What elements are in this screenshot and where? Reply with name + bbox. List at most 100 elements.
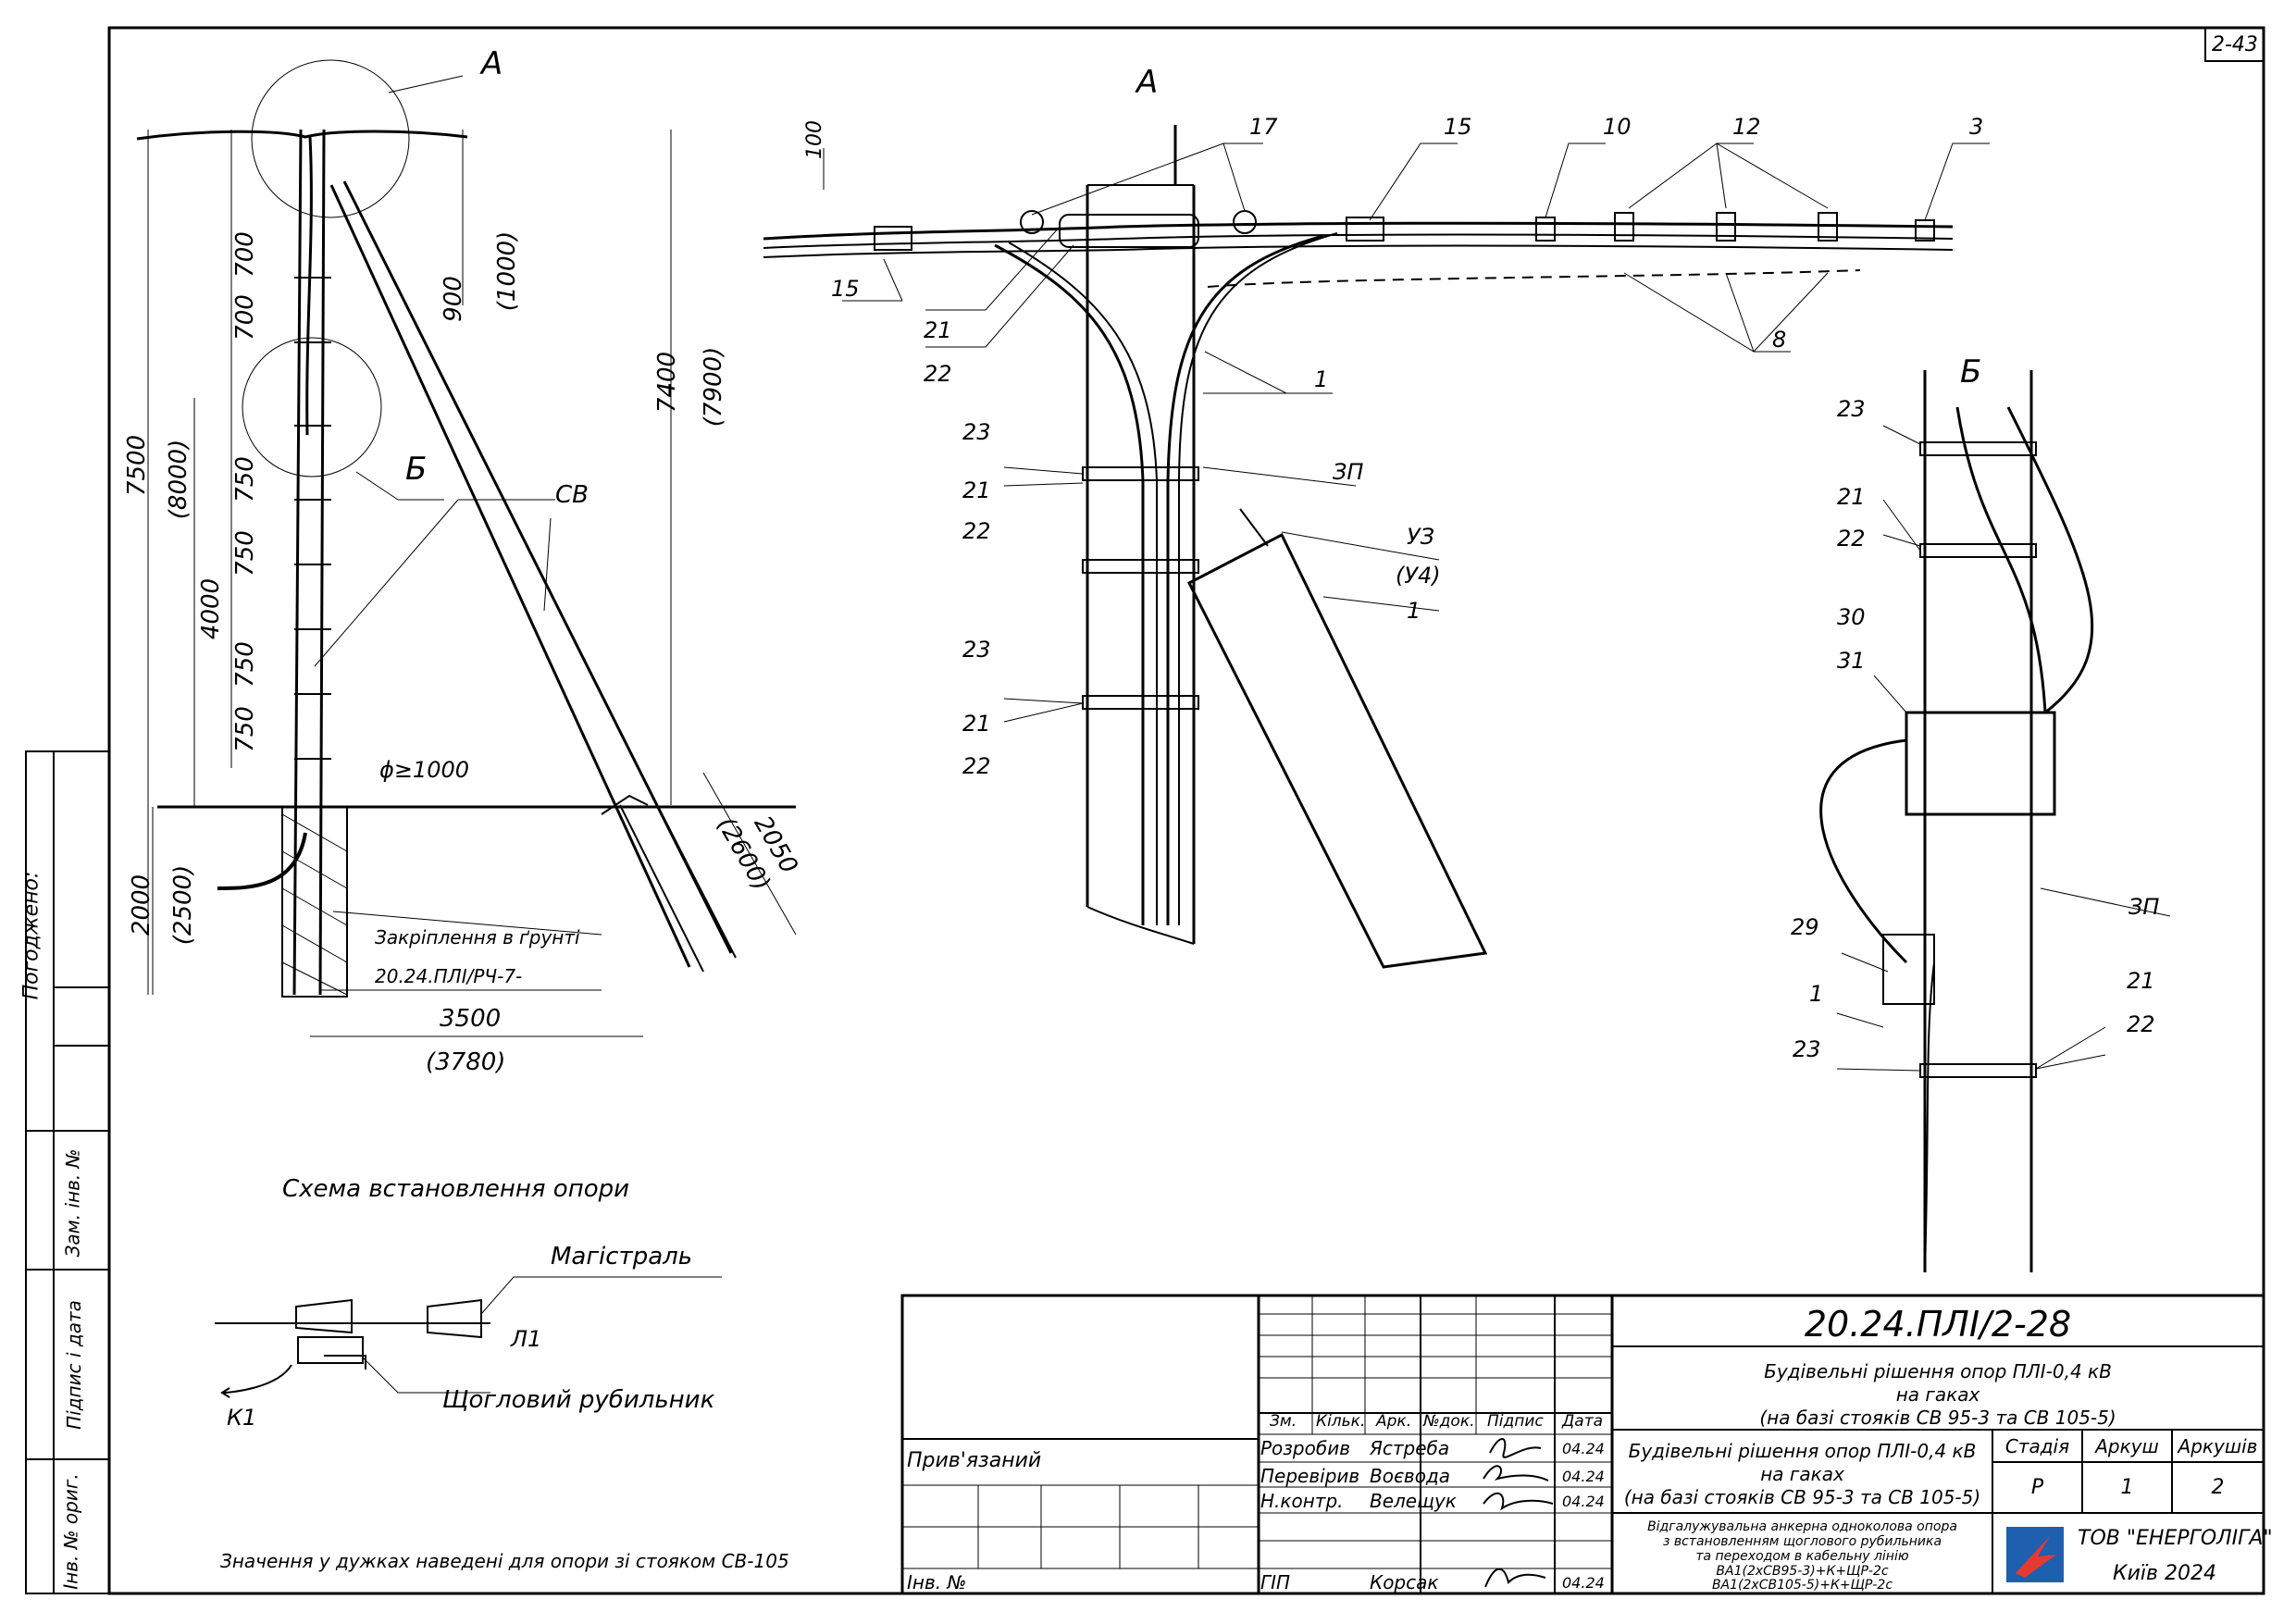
detail-a-label-17: 17 <box>1249 114 1278 140</box>
inv-no-label: Інв. № <box>907 1571 967 1593</box>
detail-b-label-21a: 21 <box>1837 484 1866 510</box>
detail-a-label-22c: 22 <box>962 753 991 779</box>
dim-diameter: ϕ≥1000 <box>379 757 470 783</box>
sheet-frame <box>107 26 2265 1595</box>
sheets-header: Аркушів <box>2178 1435 2258 1457</box>
dim-7900: (7900) <box>700 346 728 428</box>
detail-b-label-23a: 23 <box>1837 396 1866 422</box>
city-year: Київ 2024 <box>2113 1562 2216 1585</box>
date-developer: 04.24 <box>1562 1440 1605 1457</box>
hdr-pidpys: Підпис <box>1487 1412 1544 1431</box>
sheet-value: 1 <box>2120 1476 2134 1499</box>
hdr-data: Дата <box>1562 1412 1604 1431</box>
company-logo <box>2006 1527 2064 1582</box>
detail-b-label-31: 31 <box>1837 648 1866 674</box>
name-developer: Ястреба <box>1370 1437 1450 1459</box>
detail-a-label-1b: 1 <box>1407 598 1421 624</box>
dim-2000: 2000 <box>128 874 156 936</box>
dim-700b: 700 <box>230 294 259 341</box>
role-checker: Перевірив <box>1260 1465 1360 1487</box>
detail-b-drawing <box>1819 370 2171 1273</box>
detail-a-label-1a: 1 <box>1314 366 1329 392</box>
detail-a-label-23b: 23 <box>962 637 991 663</box>
detail-b-title: Б <box>1960 353 1982 391</box>
dim-2500: (2500) <box>169 864 198 946</box>
detail-b-label-1: 1 <box>1809 981 1824 1007</box>
side-stamp <box>25 750 110 1594</box>
sign-date-label: Підпис і дата <box>62 1300 85 1430</box>
doc-title-1: Будівельні рішення опор ПЛІ-0,4 кВ <box>1764 1360 2112 1382</box>
detail-a-label-zp: ЗП <box>1333 459 1364 485</box>
l1-label: Л1 <box>511 1326 542 1352</box>
ground-fix-doc: 20.24.ПЛІ/РЧ-7- <box>375 965 523 987</box>
detail-a-label-uz: УЗ <box>1407 524 1435 550</box>
switch-label: Щогловий рубильник <box>442 1386 715 1414</box>
scheme-callout-b: Б <box>405 451 428 488</box>
detail-a-label-15b: 15 <box>831 276 860 302</box>
dim-750a: 750 <box>230 456 259 502</box>
ground-fix-label: Закріплення в ґрунті <box>375 926 580 948</box>
dim-750c: 750 <box>230 641 259 688</box>
dim-8000: (8000) <box>165 439 193 520</box>
dim-750b: 750 <box>230 530 259 576</box>
doc-title-3: (на базі стояків СВ 95-3 та СВ 105-5) <box>1759 1407 2116 1429</box>
detail-b-label-21b: 21 <box>2127 968 2155 994</box>
detail-a-label-21c: 21 <box>962 711 991 737</box>
detail-a-label-22b: 22 <box>962 518 991 544</box>
dim-700a: 700 <box>230 231 259 278</box>
hdr-ark: Арк. <box>1376 1412 1412 1431</box>
attached-label: Прив'язаний <box>907 1449 1042 1472</box>
sheets-value: 2 <box>2211 1476 2225 1499</box>
date-checker: 04.24 <box>1562 1468 1605 1485</box>
dim-4000: 4000 <box>197 577 226 640</box>
detail-a-label-15a: 15 <box>1444 114 1472 140</box>
dim-100: 100 <box>803 120 826 159</box>
dim-750d: 750 <box>230 706 259 752</box>
title-block-grid <box>900 1294 2265 1595</box>
scheme-title: Схема встановлення опори <box>282 1175 630 1203</box>
hdr-kilk: Кільк. <box>1316 1412 1366 1431</box>
sheet-title-2: на гаках <box>1760 1463 1844 1485</box>
description-1: Відгалужувальна анкерна одноколова опора <box>1647 1519 1957 1534</box>
scheme-label-sv: СВ <box>555 481 589 509</box>
pole-scheme <box>136 59 797 1037</box>
detail-a-label-21a: 21 <box>924 317 952 343</box>
detail-b-label-29: 29 <box>1791 914 1819 940</box>
doc-title-2: на гаках <box>1895 1383 1980 1406</box>
detail-a-label-u4: (У4) <box>1396 563 1441 589</box>
dim-3500: 3500 <box>440 1005 502 1033</box>
detail-a-title: А <box>1136 64 1159 101</box>
main-line-label: Магістраль <box>551 1243 693 1271</box>
footnote: Значення у дужках наведені для опори зі … <box>220 1550 789 1572</box>
dim-7400: 7400 <box>653 351 682 414</box>
name-normcontrol: Велещук <box>1370 1490 1457 1512</box>
scheme-callout-a: А <box>481 45 503 82</box>
detail-b-label-30: 30 <box>1837 604 1866 630</box>
detail-a-label-8: 8 <box>1772 327 1787 353</box>
agreed-label: Погоджено: <box>19 871 43 1000</box>
sheet-header: Аркуш <box>2095 1435 2159 1457</box>
description-5: ВА1(2хСВ105-5)+К+ЩР-2с <box>1711 1578 1893 1593</box>
detail-b-label-22a: 22 <box>1837 526 1866 552</box>
description-4: ВА1(2хСВ95-3)+К+ЩР-2с <box>1716 1564 1889 1579</box>
detail-a-label-22a: 22 <box>924 361 952 387</box>
detail-b-label-zp: ЗП <box>2128 894 2160 920</box>
detail-a-label-21b: 21 <box>962 477 991 503</box>
detail-a-label-10: 10 <box>1603 114 1632 140</box>
detail-b-label-22b: 22 <box>2127 1011 2155 1037</box>
sheet-title-1: Будівельні рішення опор ПЛІ-0,4 кВ <box>1628 1440 1977 1462</box>
description-2: з встановленням щоглового рубильника <box>1662 1534 1942 1549</box>
company-name: ТОВ "ЕНЕРГОЛІГА" <box>2078 1527 2273 1550</box>
detail-a-label-12: 12 <box>1732 114 1761 140</box>
corner-code-box <box>2204 27 2265 62</box>
replace-inv-label: Зам. інв. № <box>61 1148 84 1258</box>
wiring-sketch <box>215 1276 722 1398</box>
dim-3780: (3780) <box>426 1048 506 1076</box>
sheet-title-3: (на базі стояків СВ 95-3 та СВ 105-5) <box>1623 1486 1981 1508</box>
detail-a-label-3: 3 <box>1969 114 1984 140</box>
date-chief: 04.24 <box>1562 1574 1605 1592</box>
name-checker: Воєвода <box>1370 1465 1451 1487</box>
role-developer: Розробив <box>1260 1437 1350 1459</box>
dim-900: 900 <box>439 276 467 322</box>
